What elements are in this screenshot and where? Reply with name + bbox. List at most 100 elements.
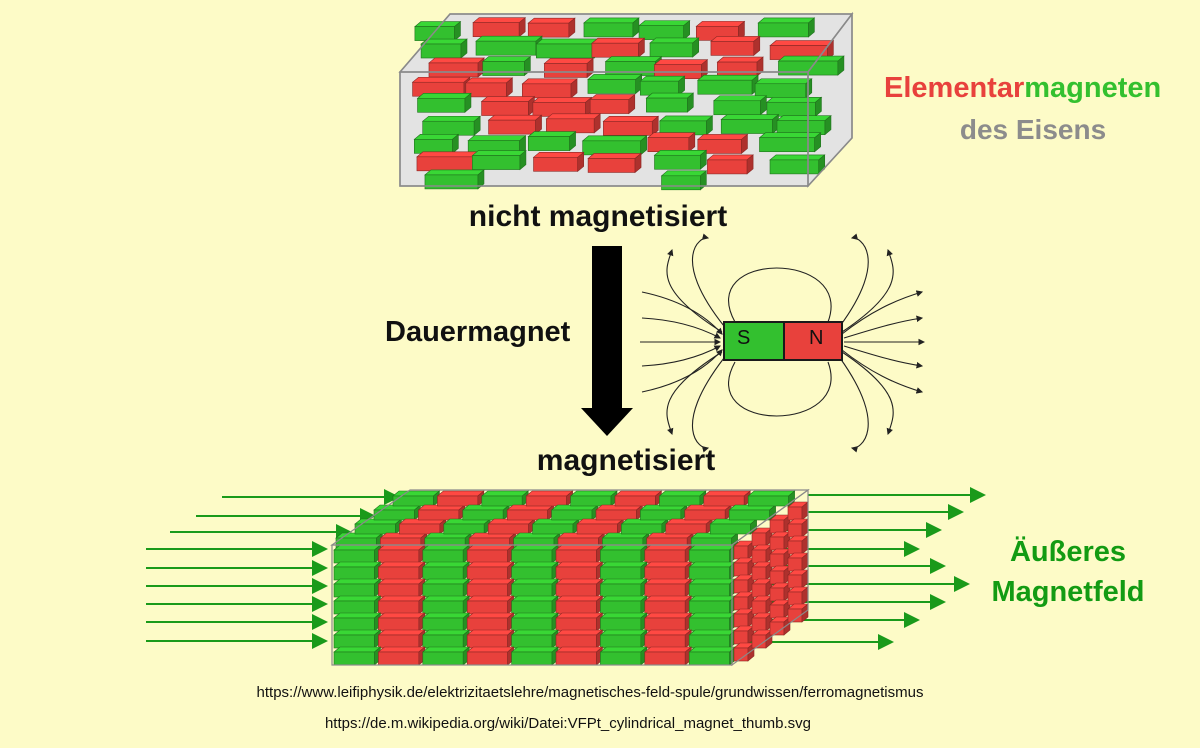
elementary-magnet-aligned-front <box>688 629 737 649</box>
elementary-magnet-aligned-top <box>664 518 714 535</box>
elementary-magnet-random <box>645 92 695 113</box>
elementary-magnet-aligned-side <box>787 501 809 521</box>
elementary-magnet-random <box>710 35 761 57</box>
elementary-magnet-random <box>638 19 691 41</box>
elementary-magnet-aligned-top <box>525 490 574 507</box>
elementary-magnet-aligned-front <box>688 595 737 615</box>
elementary-magnet-aligned-front <box>333 612 382 632</box>
elementary-magnet-aligned-front <box>421 629 471 649</box>
title-part-magneten: magneten <box>1024 72 1162 104</box>
elementary-magnet-aligned-front <box>643 612 693 632</box>
elementary-magnet-random <box>472 17 527 38</box>
elementary-magnet-random <box>471 149 527 171</box>
elementary-magnet-aligned-front <box>466 612 515 632</box>
elementary-magnet-aligned-top <box>595 504 644 521</box>
elementary-magnet-random <box>754 78 813 99</box>
pole-north-label: N <box>809 327 824 349</box>
elementary-magnet-aligned-front <box>555 578 604 598</box>
elementary-magnet-aligned-side <box>733 557 755 577</box>
elementary-magnet-random <box>581 135 648 156</box>
elementary-magnet-aligned-front <box>510 578 559 598</box>
elementary-magnet-aligned-front <box>333 646 382 666</box>
elementary-magnet-random <box>766 96 823 117</box>
elementary-magnet-aligned-front <box>599 561 648 581</box>
elementary-magnet-aligned-top <box>614 490 663 507</box>
elementary-magnet-random <box>414 20 462 42</box>
elementary-magnet-aligned-front <box>421 578 471 598</box>
elementary-magnet-aligned-side <box>751 629 773 649</box>
elementary-magnet-aligned-front <box>377 578 426 598</box>
elementary-magnet-aligned-top <box>569 490 618 507</box>
elementary-magnet-random <box>639 75 686 96</box>
elementary-magnet-random <box>591 37 646 58</box>
elementary-magnet-random <box>720 113 780 135</box>
elementary-magnet-random <box>647 132 696 153</box>
elementary-magnet-aligned-front <box>421 595 471 615</box>
elementary-magnet-random <box>587 73 643 95</box>
elementary-magnet-aligned-top <box>620 518 669 535</box>
label-permanent-magnet: Dauermagnet <box>385 316 571 348</box>
elementary-magnet-aligned-side <box>733 574 755 594</box>
elementary-magnet-random <box>416 151 481 172</box>
elementary-magnet-random <box>776 115 832 136</box>
elementary-magnet-aligned-side <box>787 569 809 589</box>
elementary-magnet-aligned-front <box>377 612 426 632</box>
elementary-magnet-random <box>757 17 816 38</box>
elementary-magnet-random <box>428 57 485 78</box>
elementary-magnet-aligned-side <box>787 535 809 555</box>
elementary-magnet-random <box>653 59 709 80</box>
elementary-magnet-aligned-front <box>555 646 604 666</box>
elementary-magnet-aligned-side <box>769 599 791 619</box>
elementary-magnet-aligned-front <box>421 646 471 666</box>
elementary-magnet-aligned-side <box>787 586 809 606</box>
elementary-magnet-random <box>695 20 746 42</box>
elementary-magnet-random <box>583 17 640 38</box>
elementary-magnet-aligned-front <box>643 629 693 649</box>
elementary-magnet-aligned-side <box>787 552 809 572</box>
elementary-magnet-aligned-front <box>643 578 693 598</box>
elementary-magnet-aligned-front <box>510 646 559 666</box>
elementary-magnet-aligned-front <box>599 544 648 564</box>
source-url-leifiphysik: https://www.leifiphysik.de/elektrizitaet… <box>256 684 924 701</box>
elementary-magnet-random <box>464 77 514 98</box>
elementary-magnet-aligned-top <box>480 490 530 507</box>
elementary-magnet-aligned-top <box>398 518 447 535</box>
magnetization-arrow <box>581 246 633 436</box>
elementary-magnet-aligned-side <box>733 625 755 645</box>
elementary-magnet-random <box>659 115 714 136</box>
elementary-magnet-random <box>589 93 636 115</box>
elementary-magnet-aligned-top <box>392 490 441 507</box>
elementary-magnet-aligned-front <box>333 561 382 581</box>
elementary-magnet-aligned-top <box>436 490 485 507</box>
elementary-magnet-aligned-front <box>688 578 737 598</box>
elementary-magnet-aligned-front <box>599 629 648 649</box>
elementary-magnet-aligned-side <box>751 612 773 632</box>
elementary-magnet-aligned-top <box>373 504 422 521</box>
elementary-magnet-random <box>413 133 460 154</box>
elementary-magnet-aligned-front <box>510 595 559 615</box>
elementary-magnet-random <box>602 115 660 136</box>
elementary-magnet-random <box>535 38 602 59</box>
elementary-magnet-random <box>532 151 585 172</box>
elementary-magnet-aligned-front <box>377 629 426 649</box>
elementary-magnet-aligned-top <box>487 518 536 535</box>
elementary-magnet-aligned-side <box>733 540 755 560</box>
elementary-magnet-aligned-top <box>639 504 688 521</box>
elementary-magnet-random <box>527 17 576 38</box>
elementary-magnet-aligned-front <box>643 646 693 666</box>
elementary-magnet-aligned-top <box>683 504 733 521</box>
elementary-magnet-aligned-front <box>333 595 382 615</box>
pole-south-label: S <box>737 327 751 349</box>
elementary-magnet-aligned-side <box>787 518 809 538</box>
elementary-magnet-random <box>543 57 594 79</box>
bar-magnet <box>723 321 843 361</box>
elementary-magnet-aligned-top <box>658 490 707 507</box>
elementary-magnet-aligned-top <box>747 490 796 507</box>
title-part-elementar: Elementar <box>884 72 1025 104</box>
elementary-magnet-random <box>480 95 536 117</box>
elementary-magnet-aligned-front <box>466 595 515 615</box>
elementary-magnet-random <box>653 149 708 170</box>
elementary-magnet-aligned-top <box>417 504 466 521</box>
elementary-magnet-aligned-front <box>421 612 471 632</box>
elementary-magnet-random <box>696 74 759 95</box>
